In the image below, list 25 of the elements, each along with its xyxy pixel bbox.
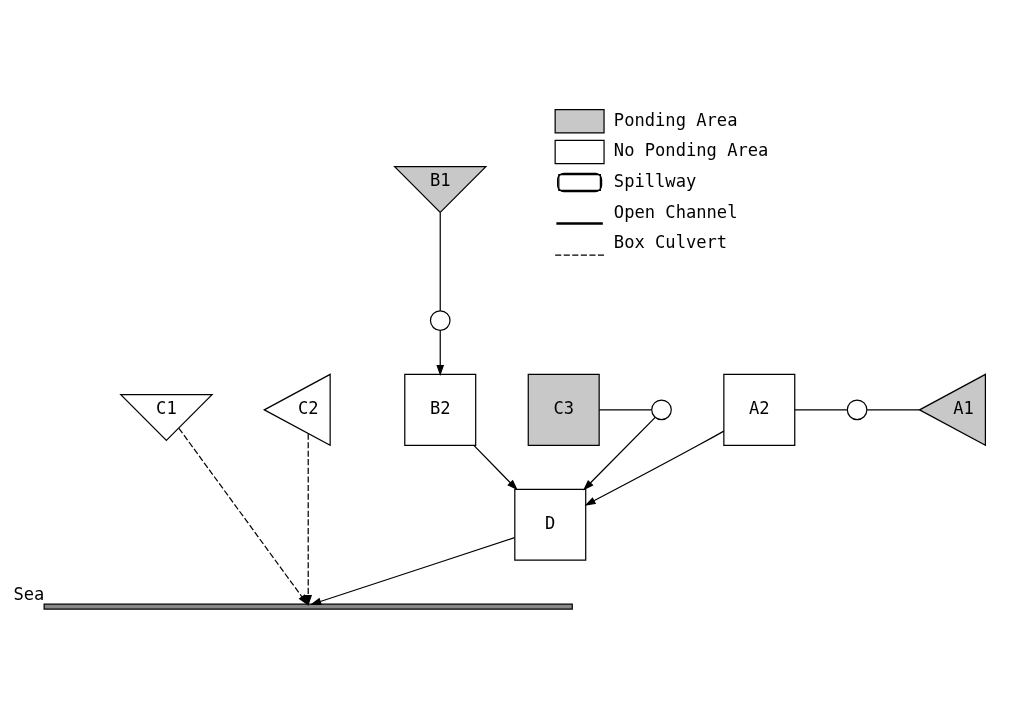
node-box xyxy=(43,603,573,610)
arrow xyxy=(436,329,445,376)
legend-label: Box Culvert xyxy=(613,231,728,252)
legend-label: No Ponding Area xyxy=(613,139,769,160)
node-box: C3 xyxy=(527,373,600,446)
arrow xyxy=(584,430,725,506)
arrow xyxy=(310,536,516,605)
node-label: Sea xyxy=(13,583,45,604)
arrow xyxy=(473,444,518,490)
connector xyxy=(598,408,652,410)
connector xyxy=(439,211,441,311)
node-box: A2 xyxy=(723,373,796,446)
legend-label: Open Channel xyxy=(613,201,738,222)
node-circle xyxy=(846,398,868,420)
connector xyxy=(866,408,920,410)
connector xyxy=(794,408,848,410)
node-circle xyxy=(651,398,672,420)
arrow xyxy=(583,416,656,490)
legend-label: Ponding Area xyxy=(613,109,738,130)
arrow xyxy=(178,427,309,605)
legend-label: Spillway xyxy=(613,170,697,191)
node-box: D xyxy=(514,488,587,561)
arrow xyxy=(304,432,313,606)
node-circle xyxy=(429,309,451,331)
node-box: B2 xyxy=(404,373,477,446)
